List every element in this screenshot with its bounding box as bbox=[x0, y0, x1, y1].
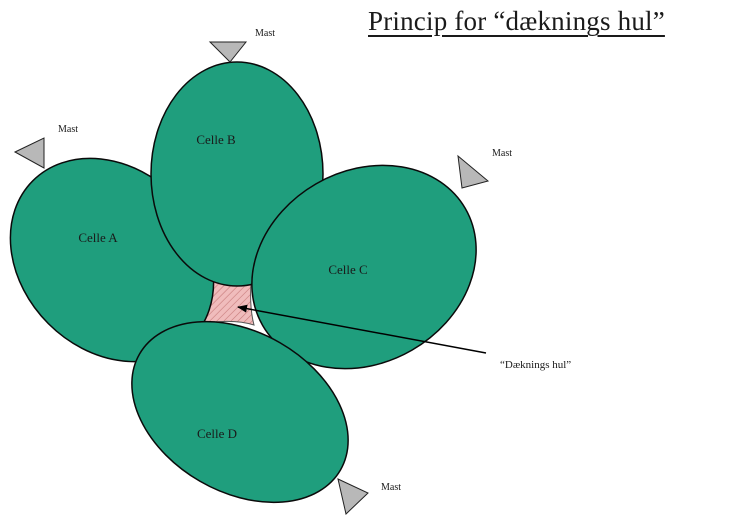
page-title: Princip for “dæknings hul” bbox=[368, 6, 665, 36]
cell-b-label: Celle B bbox=[196, 132, 236, 147]
cell-d: Celle D bbox=[131, 320, 349, 504]
mast-b-icon bbox=[208, 41, 248, 63]
cell-d-shape bbox=[131, 320, 349, 504]
mast-a-icon bbox=[13, 137, 45, 169]
mast-c: Mast bbox=[457, 148, 512, 189]
mast-d: Mast bbox=[337, 478, 401, 515]
cell-c-label: Celle C bbox=[328, 262, 367, 277]
mast-d-label: Mast bbox=[381, 482, 401, 493]
cell-d-label: Celle D bbox=[197, 426, 237, 441]
mast-b-label: Mast bbox=[255, 28, 275, 39]
pointer-arrow bbox=[237, 304, 487, 354]
mast-b: Mast bbox=[208, 28, 275, 63]
mast-a: Mast bbox=[13, 124, 78, 169]
mast-d-icon bbox=[337, 478, 369, 515]
mast-a-label: Mast bbox=[58, 124, 78, 135]
coverage-hole-label: “Dæknings hul” bbox=[500, 359, 571, 371]
cell-c: Celle C bbox=[251, 164, 477, 370]
mast-c-icon bbox=[457, 154, 490, 189]
cell-a-label: Celle A bbox=[78, 230, 118, 245]
mast-c-label: Mast bbox=[492, 148, 512, 159]
cell-c-shape bbox=[251, 164, 477, 370]
